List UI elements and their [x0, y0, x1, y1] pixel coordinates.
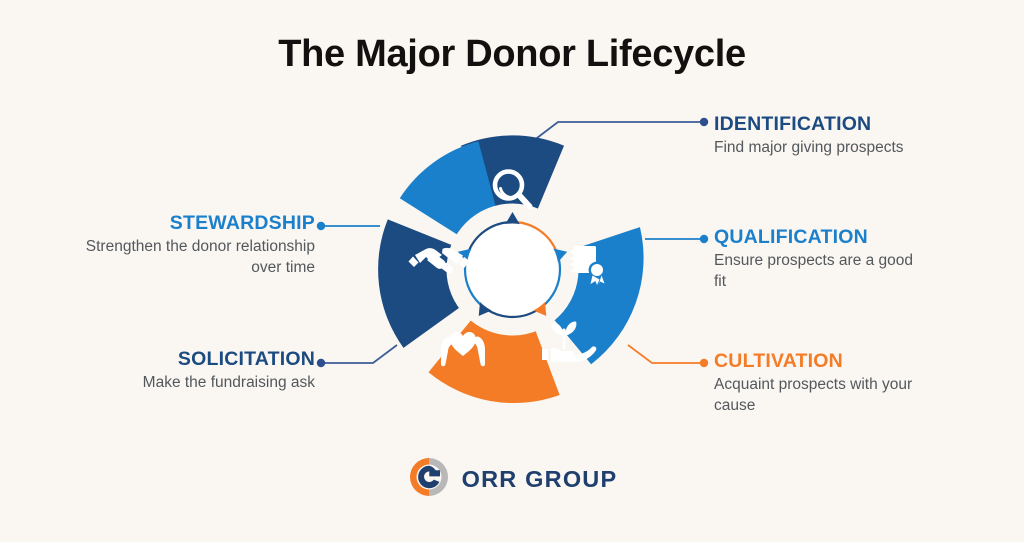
callout-description-stewardship: Strengthen the donor relationship over t…	[85, 238, 315, 276]
connector-qualification	[645, 234, 709, 244]
callout-title-identification: IDENTIFICATION	[714, 113, 872, 135]
orr-group-circle-g-mark-icon	[407, 455, 451, 504]
orr-group-logo: ORR GROUP	[0, 455, 1024, 504]
magnifier-icon	[492, 169, 533, 210]
callout-title-qualification: QUALIFICATION	[714, 226, 868, 248]
donut-inner-disc	[466, 223, 559, 316]
callout-description-cultivation: Acquaint prospects with your cause	[714, 376, 913, 414]
handshake-icon	[408, 247, 470, 274]
logo-wordmark: ORR GROUP	[461, 466, 618, 492]
callout-title-cultivation: CULTIVATION	[714, 350, 843, 372]
certificate-document-icon	[571, 246, 606, 285]
callout-title-stewardship: STEWARDSHIP	[169, 212, 315, 234]
heart-in-hands-icon	[441, 332, 485, 367]
callout-description-qualification: Ensure prospects are a good fit	[714, 252, 914, 290]
connector-stewardship	[316, 221, 380, 231]
callout-solicitation: SOLICITATION Make the fundraising ask	[55, 348, 315, 394]
callout-stewardship: STEWARDSHIP Strengthen the donor relatio…	[75, 212, 315, 278]
callout-description-solicitation: Make the fundraising ask	[142, 374, 315, 392]
lifecycle-donut-chart	[377, 134, 648, 405]
callout-identification: IDENTIFICATION Find major giving prospec…	[714, 113, 904, 159]
callout-cultivation: CULTIVATION Acquaint prospects with your…	[714, 350, 929, 416]
segment-cultivation[interactable]	[428, 269, 560, 404]
callout-title-solicitation: SOLICITATION	[177, 348, 315, 370]
callout-description-identification: Find major giving prospects	[714, 139, 904, 157]
page-title: The Major Donor Lifecycle	[278, 33, 746, 75]
callout-qualification: QUALIFICATION Ensure prospects are a goo…	[714, 226, 929, 292]
sprout-in-hand-icon	[542, 321, 597, 362]
segment-solicitation[interactable]	[378, 219, 513, 348]
segment-identification[interactable]	[460, 135, 565, 270]
